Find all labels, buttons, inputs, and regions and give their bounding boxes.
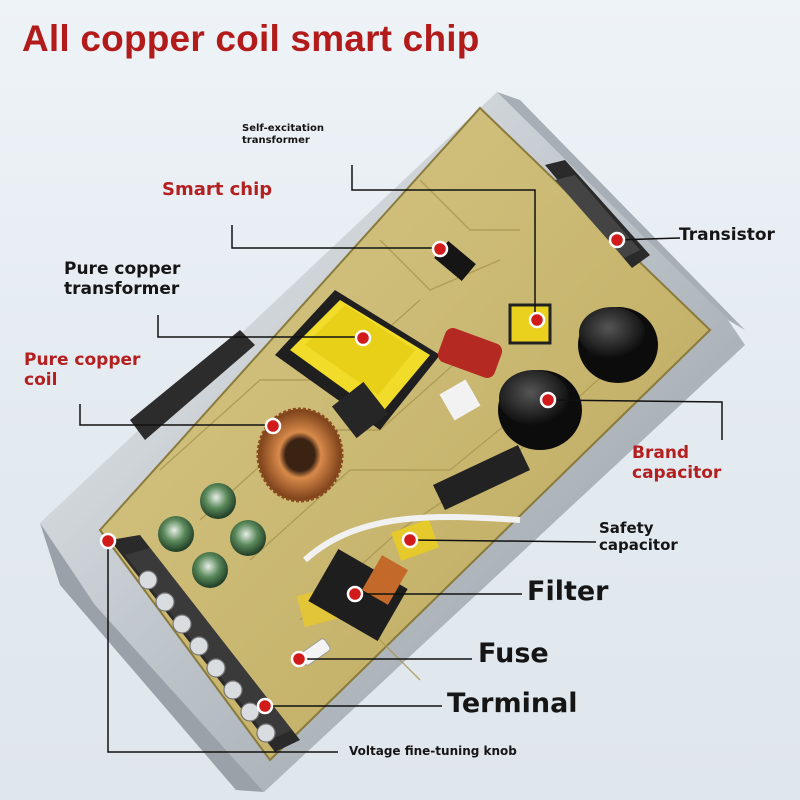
label-fuse: Fuse bbox=[478, 638, 549, 669]
page-title: All copper coil smart chip bbox=[22, 18, 480, 59]
main-transformer bbox=[275, 290, 440, 439]
marker-dots bbox=[99, 231, 626, 715]
green-capacitors bbox=[158, 483, 266, 588]
red-film-capacitor bbox=[437, 328, 503, 378]
label-terminal: Terminal bbox=[447, 688, 578, 719]
label-filter: Filter bbox=[527, 576, 609, 607]
label-pure-copper-transformer: Pure copper transformer bbox=[64, 259, 181, 299]
terminal-block bbox=[110, 535, 300, 752]
label-voltage-fine-tuning-knob: Voltage fine-tuning knob bbox=[349, 744, 517, 758]
white-wire bbox=[302, 513, 521, 563]
leader-lines bbox=[79, 165, 723, 753]
label-transistor: Transistor bbox=[679, 225, 775, 245]
label-smart-chip: Smart chip bbox=[162, 179, 273, 200]
electrolytic-capacitors bbox=[498, 307, 658, 450]
label-self-excitation-transformer: Self-excitation transformer bbox=[242, 123, 325, 146]
label-safety-capacitor: Safety capacitor bbox=[599, 519, 678, 555]
label-brand-capacitor: Brand capacitor bbox=[632, 443, 722, 483]
label-pure-copper-coil: Pure copper coil bbox=[24, 350, 141, 390]
copper-coil bbox=[256, 407, 344, 503]
